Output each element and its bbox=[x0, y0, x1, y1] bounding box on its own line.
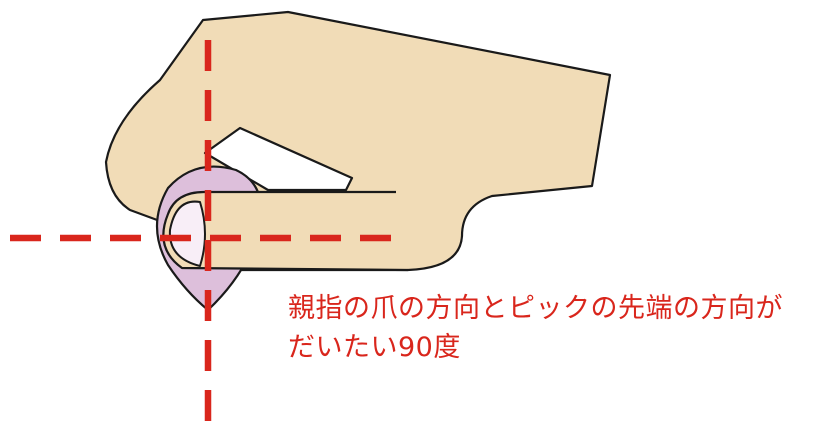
angle-caption: 親指の爪の方向とピックの先端の方向が だいたい90度 bbox=[288, 289, 833, 367]
thumb-shape bbox=[162, 190, 409, 272]
caption-line-1: 親指の爪の方向とピックの先端の方向が bbox=[288, 293, 783, 324]
caption-line-2: だいたい90度 bbox=[288, 332, 461, 363]
thumbnail bbox=[168, 200, 206, 267]
